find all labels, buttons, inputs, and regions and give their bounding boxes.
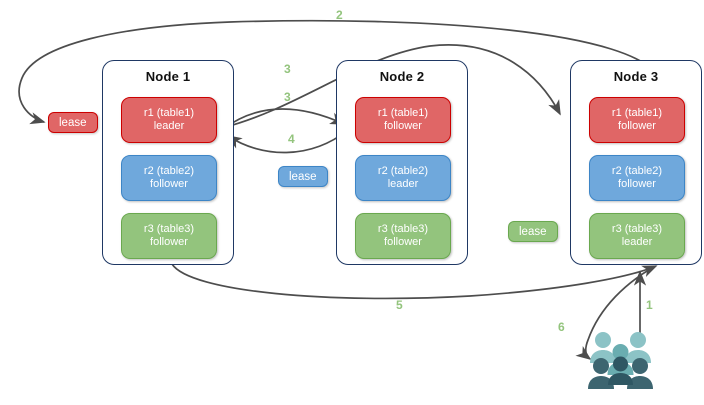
step-label-6: 6 [558, 320, 565, 334]
replica-role: leader [621, 236, 653, 248]
edge-step-5 [171, 263, 658, 300]
replica-name: r1 (table1) [377, 106, 429, 119]
replica-node3-r3[interactable]: r3 (table3) leader [589, 213, 685, 259]
lease-badge-red[interactable]: lease [48, 112, 98, 133]
replica-node2-r2[interactable]: r2 (table2) leader [355, 155, 451, 201]
lease-label: lease [59, 116, 87, 129]
node-title-3: Node 3 [613, 69, 659, 84]
node-title-1: Node 1 [145, 69, 191, 84]
replica-node1-r3[interactable]: r3 (table3) follower [121, 213, 217, 259]
replica-role: follower [618, 178, 656, 190]
replica-node2-r1[interactable]: r1 (table1) follower [355, 97, 451, 143]
replica-name: r1 (table1) [611, 106, 663, 119]
replica-name: r2 (table2) [143, 164, 195, 177]
lease-label: lease [289, 170, 317, 183]
step-label-4: 4 [288, 132, 295, 146]
step-label-1: 1 [646, 298, 653, 312]
replica-role: follower [150, 236, 188, 248]
replica-name: r3 (table3) [611, 222, 663, 235]
replica-name: r3 (table3) [143, 222, 195, 235]
replica-role: follower [618, 120, 656, 132]
step-label-3a: 3 [284, 62, 291, 76]
edge-step-3-to-node2 [221, 108, 346, 131]
lease-badge-blue[interactable]: lease [278, 166, 328, 187]
node-title-2: Node 2 [379, 69, 425, 84]
node-card-3[interactable]: Node 3 r1 (table1) follower r2 (table2) … [570, 60, 702, 265]
replica-name: r1 (table1) [143, 106, 195, 119]
node-card-2[interactable]: Node 2 r1 (table1) follower r2 (table2) … [336, 60, 468, 265]
replica-role: follower [150, 178, 188, 190]
replica-role: leader [387, 178, 419, 190]
step-label-2: 2 [336, 8, 343, 22]
replica-node2-r3[interactable]: r3 (table3) follower [355, 213, 451, 259]
step-label-3b: 3 [284, 90, 291, 104]
replica-name: r3 (table3) [377, 222, 429, 235]
replica-name: r2 (table2) [611, 164, 663, 177]
replica-name: r2 (table2) [377, 164, 429, 177]
node-card-1[interactable]: Node 1 r1 (table1) leader r2 (table2) fo… [102, 60, 234, 265]
replica-node3-r2[interactable]: r2 (table2) follower [589, 155, 685, 201]
replica-node1-r2[interactable]: r2 (table2) follower [121, 155, 217, 201]
lease-label: lease [519, 225, 547, 238]
replica-role: follower [384, 120, 422, 132]
replica-node1-r1[interactable]: r1 (table1) leader [121, 97, 217, 143]
lease-badge-green[interactable]: lease [508, 221, 558, 242]
users-group-icon [588, 330, 660, 392]
users-group-icon-svg [588, 332, 653, 389]
replica-role: follower [384, 236, 422, 248]
replica-node3-r1[interactable]: r1 (table1) follower [589, 97, 685, 143]
replica-role: leader [153, 120, 185, 132]
step-label-5: 5 [396, 298, 403, 312]
